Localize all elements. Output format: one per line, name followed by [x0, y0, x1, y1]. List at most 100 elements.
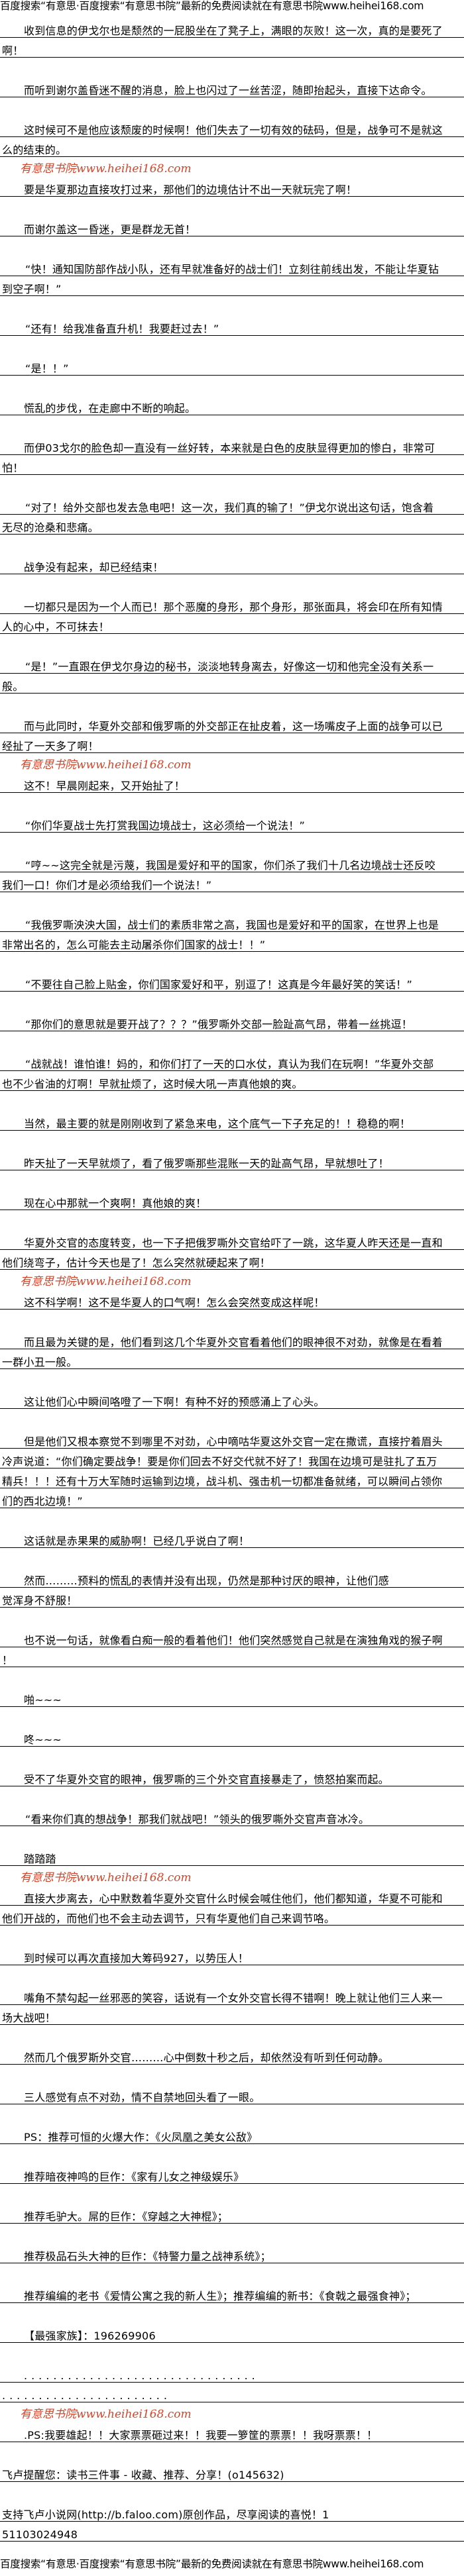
text-line: 这让他们心中瞬间咯噔了一下啊！有种不好的预感涌上了心头。 [0, 1389, 464, 1409]
paragraph: “是！！” [0, 356, 464, 376]
paragraph: 【最强家族】：196269906 [0, 2323, 464, 2343]
paragraph: 支持飞卢小说网(http://b.faloo.com)原创作品，尽享阅读的喜悦！… [0, 2502, 464, 2542]
paragraph: 这不！早晨刚起来，又开始扯了！ [0, 773, 464, 793]
paragraph: 一切都只是因为一个人而已！那个恶魔的身形，那个身形，那张面具，将会印在所有知情人… [0, 594, 464, 634]
text-line: 推荐毛驴大。屌的巨作：《穿越之大神棍》； [0, 2204, 464, 2224]
paragraph: 当然，最主要的就是刚刚收到了紧急来电，这个底气一下子充足的！！稳稳的啊！ [0, 1111, 464, 1131]
text-line: 冷声说道：“你们确定要战争！要是你们回去不好交代就不好了！我国在边境可是驻扎了五… [0, 1449, 464, 1468]
text-line: 怕！ [0, 455, 464, 475]
paragraph: 受不了华夏外交官的眼神，俄罗嘶的三个外交官直接暴走了，愤怒拍案而起。 [0, 1767, 464, 1786]
paragraph: “还有！给我准备直升机！我要赶过去！” [0, 316, 464, 336]
site-header-banner: 百度搜索“有意思·百度搜索“有意思书院”最新的免费阅读就在有意思书院www.he… [0, 0, 424, 12]
paragraph: 踏踏踏 [0, 1846, 464, 1866]
text-line: 非常出名的，怎么可能去主动屠杀你们国家的战士！！” [0, 932, 464, 952]
paragraph: 这话就是赤果果的威胁啊！已经几乎说白了啊！ [0, 1528, 464, 1548]
text-line: 人的心中，不可抹去！ [0, 614, 464, 634]
text-line: 般。 [0, 674, 464, 694]
paragraph: 而伊03戈尔的脸色却一直没有一丝好转，本来就是白色的皮肤显得更加的惨白，非常可怕… [0, 435, 464, 475]
text-line: 无尽的沧桑和悲痛。 [0, 515, 464, 535]
paragraph: 华夏外交官的态度转变，也一下子把俄罗嘶外交官给吓了一跳，这华夏人昨天还是一直和他… [0, 1230, 464, 1270]
paragraph: 也不说一句话，就像看白痴一般的看着他们！他们突然感觉自己就是在演独角戏的猴子啊！ [0, 1627, 464, 1667]
paragraph: “我俄罗嘶泱泱大国，战士们的素质非常之高，我国也是爱好和平的国家，在世界上也是非… [0, 912, 464, 952]
text-line: 他们绕弯子，估计今天也是了！怎么突然就硬起来了啊！ [0, 1250, 464, 1270]
paragraph: “不要往自己脸上贴金，你们国家爱好和平，别逗了！这真是今年最好笑的笑话！” [0, 972, 464, 992]
paragraph: 而且最为关键的是，他们看到这几个华夏外交官看着他们的眼神很不对劲，就像是在看着一… [0, 1329, 464, 1369]
text-line: 嘴角不禁勾起一丝邪恶的笑容，话说有一个女外交官长得不错啊！晚上就让他们三人来一 [0, 1985, 464, 2005]
paragraph: 这不科学啊！这不是华夏人的口气啊！怎么会突然变成这样呢！ [0, 1290, 464, 1310]
text-line: “那你们的意思就是要开战了？？？”俄罗嘶外交部一脸趾高气昂，带着一丝挑逗！ [0, 1011, 464, 1031]
text-line: 这不科学啊！这不是华夏人的口气啊！怎么会突然变成这样呢！ [0, 1290, 464, 1310]
text-line: 啊！ [0, 38, 464, 58]
paragraph: “战就战！谁怕谁！妈的，和你们打了一天的口水仗，真认为我们在玩啊！”华夏外交部也… [0, 1051, 464, 1091]
paragraph: 直接大步离去，心中默数着华夏外交官什么时候会喊住他们，他们都知道，华夏不可能和他… [0, 1886, 464, 1926]
paragraph: 这时候可不是他应该颓废的时候啊！他们失去了一切有效的砝码，但是，战争可不是就这么… [0, 117, 464, 157]
paragraph: 推荐暗夜神鸣的巨作：《家有儿女之神级娱乐》 [0, 2164, 464, 2184]
text-line: 推荐暗夜神鸣的巨作：《家有儿女之神级娱乐》 [0, 2164, 464, 2184]
text-line: 而且最为关键的是，他们看到这几个华夏外交官看着他们的眼神很不对劲，就像是在看着 [0, 1329, 464, 1349]
text-line: 精兵！！！还有十万大军随时运输到边境，战斗机、强击机一切都准备就绪，可以瞬间占领… [0, 1468, 464, 1488]
text-line: 【最强家族】：196269906 [0, 2323, 464, 2343]
text-line: 三人感觉有点不对劲，情不自禁地回头看了一眼。 [0, 2085, 464, 2104]
paragraph: 昨天扯了一天早就烦了，看了俄罗嘶那些混账一天的趾高气昂，早就想吐了！ [0, 1151, 464, 1170]
text-line: “是！”一直跟在伊戈尔身边的秘书，淡淡地转身离去，好像这一切和他完全没有关系一 [0, 654, 464, 674]
paragraph: 咚~~~ [0, 1727, 464, 1747]
text-line: 咚~~~ [0, 1727, 464, 1747]
paragraph: 然而………预料的慌乱的表情并没有出现，仍然是那种讨厌的眼神，让他们感觉浑身不舒服… [0, 1568, 464, 1608]
text-line: 飞卢提醒您：读书三件事 - 收藏、推荐、分享！(o145632) [0, 2462, 464, 2482]
paragraph: 三人感觉有点不对劲，情不自禁地回头看了一眼。 [0, 2085, 464, 2104]
text-line: “你们华夏战士先打赏我国边境战士，这必须给一个说法！” [0, 813, 464, 833]
text-line: PS：推荐可恒的火爆大作：《火凤凰之美女公敌》 [0, 2124, 464, 2144]
text-line: 到时候可以再次直接加大筹码927，以势压人！ [0, 1945, 464, 1965]
paragraph: 推荐编编的老书《爱情公寓之我的新人生》；推荐编编的新书：《食戟之最强食神》； [0, 2283, 464, 2303]
paragraph: 飞卢提醒您：读书三件事 - 收藏、推荐、分享！(o145632) [0, 2462, 464, 2482]
text-line: “看来你们真的想战争！那我们就战吧！”领头的俄罗嘶外交官声音冰冷。 [0, 1806, 464, 1826]
text-line: 华夏外交官的态度转变，也一下子把俄罗嘶外交官给吓了一跳，这华夏人昨天还是一直和 [0, 1230, 464, 1250]
text-line: 然而………预料的慌乱的表情并没有出现，仍然是那种讨厌的眼神，让他们感 [0, 1568, 464, 1588]
text-line: “哼~~这完全就是污蔑，我国是爱好和平的国家，你们杀了我们十几名边境战士还反咬 [0, 852, 464, 872]
text-line: 一切都只是因为一个人而已！那个恶魔的身形，那个身形，那张面具，将会印在所有知情 [0, 594, 464, 614]
paragraph: 战争没有起来，却已经结束！ [0, 554, 464, 574]
text-line: 么的结束的。 [0, 137, 464, 157]
text-line: 到空子啊！” [0, 276, 464, 296]
paragraph: 现在心中那就一个爽啊！真他娘的爽！ [0, 1190, 464, 1210]
text-line: 觉浑身不舒服！ [0, 1588, 464, 1608]
text-line: 他们开战的，而他们也不会主动去调节，只有华夏他们自己来调节咯。 [0, 1906, 464, 1926]
text-line: 这话就是赤果果的威胁啊！已经几乎说白了啊！ [0, 1528, 464, 1548]
text-line: “对了！给外交部也发去急电吧！这一次，我们真的输了！”伊戈尔说出这句话，饱含着 [0, 495, 464, 515]
text-line: “还有！给我准备直升机！我要赶过去！” [0, 316, 464, 336]
text-line: 昨天扯了一天早就烦了，看了俄罗嘶那些混账一天的趾高气昂，早就想吐了！ [0, 1151, 464, 1170]
text-line: 支持飞卢小说网(http://b.faloo.com)原创作品，尽享阅读的喜悦！… [0, 2502, 464, 2522]
paragraph: “快！通知国防部作战小队，还有早就准备好的战士们！立刻往前线出发，不能让华夏钻到… [0, 256, 464, 296]
paragraph: “看来你们真的想战争！那我们就战吧！”领头的俄罗嘶外交官声音冰冷。 [0, 1806, 464, 1826]
text-line: 一群小丑一般。 [0, 1349, 464, 1369]
text-line: 们的西北边境！” [0, 1488, 464, 1508]
text-line: 推荐编编的老书《爱情公寓之我的新人生》；推荐编编的新书：《食戟之最强食神》； [0, 2283, 464, 2303]
text-line: ................................ [0, 2363, 464, 2383]
text-line: 也不说一句话，就像看白痴一般的看着他们！他们突然感觉自己就是在演独角戏的猴子啊 [0, 1627, 464, 1647]
text-line: 现在心中那就一个爽啊！真他娘的爽！ [0, 1190, 464, 1210]
text-line: “我俄罗嘶泱泱大国，战士们的素质非常之高，我国也是爱好和平的国家，在世界上也是 [0, 912, 464, 932]
text-line: 这时候可不是他应该颓废的时候啊！他们失去了一切有效的砝码，但是，战争可不是就这 [0, 117, 464, 137]
text-line: 收到信息的伊戈尔也是颓然的一屁股坐在了凳子上，满眼的灰败！这一次，真的是要死了 [0, 18, 464, 38]
text-line: 而伊03戈尔的脸色却一直没有一丝好转，本来就是白色的皮肤显得更加的惨白，非常可 [0, 435, 464, 455]
text-line: ....................... [0, 2383, 464, 2402]
text-line: “是！！” [0, 356, 464, 376]
paragraph: ........................................… [0, 2363, 464, 2402]
paragraph: “对了！给外交部也发去急电吧！这一次，我们真的输了！”伊戈尔说出这句话，饱含着无… [0, 495, 464, 535]
paragraph: 推荐极品石头大神的巨作：《特警力量之战神系统》； [0, 2243, 464, 2263]
paragraph: “你们华夏战士先打赏我国边境战士，这必须给一个说法！” [0, 813, 464, 833]
paragraph: 然而几个俄罗斯外交官………心中倒数十秒之后，却依然没有听到任何动静。 [0, 2045, 464, 2065]
paragraph: 啪~~~ [0, 1687, 464, 1707]
text-line: 而与此同时，华夏外交部和俄罗嘶的外交部正在扯皮着，这一场嘴皮子上面的战争可以已 [0, 713, 464, 733]
text-line: 直接大步离去，心中默数着华夏外交官什么时候会喊住他们，他们都知道，华夏不可能和 [0, 1886, 464, 1906]
text-line: 推荐极品石头大神的巨作：《特警力量之战神系统》； [0, 2243, 464, 2263]
paragraph: 到时候可以再次直接加大筹码927，以势压人！ [0, 1945, 464, 1965]
text-line: 而听到谢尔盖昏迷不醒的消息，脸上也闪过了一丝苦涩，随即抬起头，直接下达命令。 [0, 77, 464, 97]
text-line: .PS:我要雄起！！大家票票砸过来！！我要一箩筐的票票！！我呀票票！！ [0, 2422, 464, 2442]
text-line: 但是他们又根本察觉不到哪里不对劲，心中嘀咕华夏这外交官一定在撒谎，直接拧着眉头 [0, 1429, 464, 1449]
chapter-body: 收到信息的伊戈尔也是颓然的一屁股坐在了凳子上，满眼的灰败！这一次，真的是要死了啊… [0, 18, 464, 2542]
paragraph: 慌乱的步伐，在走廊中不断的响起。 [0, 395, 464, 415]
paragraph: “那你们的意思就是要开战了？？？”俄罗嘶外交部一脸趾高气昂，带着一丝挑逗！ [0, 1011, 464, 1031]
text-line: 我们一口！你们才是必须给我们一个说法！” [0, 872, 464, 892]
text-line: 场大战吧！ [0, 2005, 464, 2025]
